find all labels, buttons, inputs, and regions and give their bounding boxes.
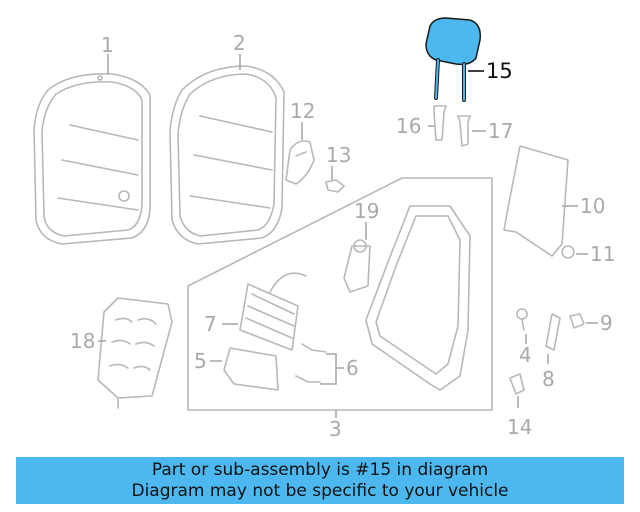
banner-line-1: Part or sub-assembly is #15 in diagram [151,460,489,480]
seat-heater-pad-part[interactable] [97,297,173,409]
headrest-guide-16-part[interactable] [433,105,447,141]
info-banner: Part or sub-assembly is #15 in diagram D… [16,457,624,504]
seat-cushion-part[interactable] [33,73,151,245]
clip-13-part[interactable] [325,179,345,193]
part-label-15: 15 [486,59,513,83]
headrest-part[interactable] [425,17,482,102]
part-label-14: 14 [507,415,532,439]
motor-19-part[interactable] [343,239,371,293]
part-label-10: 10 [580,194,605,218]
seat-frame-part[interactable] [365,205,471,391]
frame-assembly-group [187,177,493,411]
part-label-1: 1 [101,33,114,57]
part-label-9: 9 [600,311,613,335]
part-label-19: 19 [354,199,379,223]
part-label-6: 6 [346,356,359,380]
part-label-3: 3 [329,417,342,441]
lumbar-support-part[interactable] [239,272,307,351]
part-label-12: 12 [290,99,315,123]
pad-5-part[interactable] [223,347,279,391]
cable-6-part[interactable] [295,343,327,383]
part-label-5: 5 [194,349,207,373]
lever-8-part[interactable] [545,313,561,351]
bolt-4-part[interactable] [516,308,528,331]
part-label-7: 7 [204,312,217,336]
nut-11-part[interactable] [561,245,575,259]
part-label-16: 16 [396,114,421,138]
parts-diagram: 1 2 12 13 15 16 17 [33,17,615,441]
banner-line-2: Diagram may not be specific to your vehi… [131,481,509,501]
clip-14-part[interactable] [509,373,525,395]
headrest-guide-17-part[interactable] [457,115,471,147]
part-label-11: 11 [590,242,615,266]
seat-back-part[interactable] [169,65,285,245]
part-label-13: 13 [326,143,351,167]
side-bracket-part[interactable] [285,140,315,185]
part-label-17: 17 [488,119,513,143]
back-panel-part[interactable] [503,145,569,257]
part-label-4: 4 [519,343,532,367]
part-label-8: 8 [542,367,555,391]
part-label-18: 18 [70,329,95,353]
part-label-2: 2 [233,31,246,55]
clip-9-part[interactable] [569,313,585,329]
